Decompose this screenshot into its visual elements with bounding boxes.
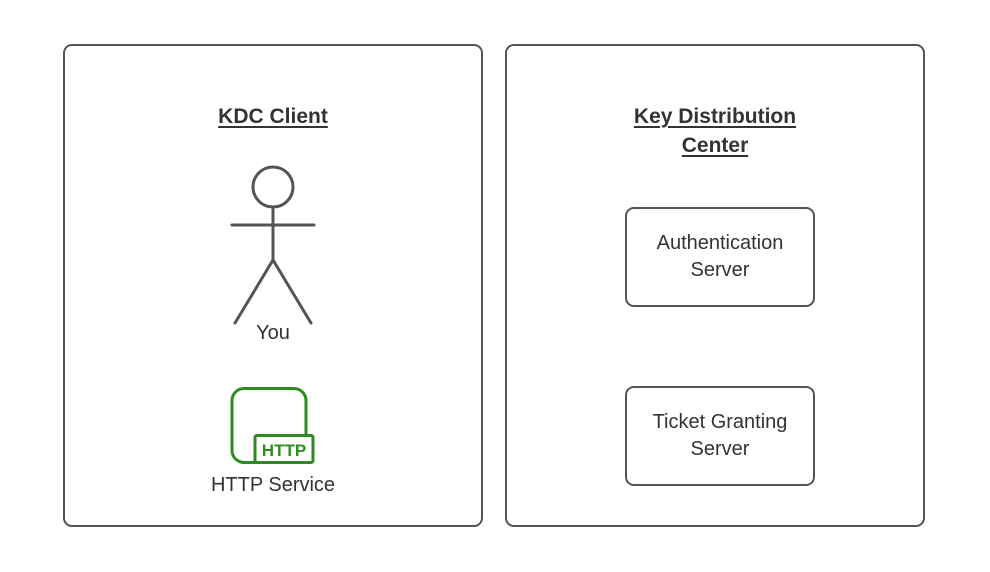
http-badge-rect [253,434,315,464]
kdc-title: Key Distribution Center [507,102,923,161]
kdc-title-text: Key Distribution Center [633,105,797,158]
key-distribution-center-panel: Key Distribution Center Authentication S… [505,44,925,527]
actor-right-leg [271,258,313,325]
http-badge-text: HTTP [262,441,306,460]
authentication-server-label: Authentication Server [656,232,784,281]
actor-head [251,165,295,209]
ticket-granting-server-label: Ticket Granting Server [652,411,788,460]
ticket-granting-server-box: Ticket Granting Server [625,386,815,486]
user-actor-icon [213,164,333,331]
authentication-server-box: Authentication Server [625,207,815,307]
http-service-label: HTTP Service [210,474,336,496]
kdc-client-title: KDC Client [65,102,481,131]
kdc-client-title-text: KDC Client [218,105,328,128]
actor-label: You [256,322,290,344]
kdc-client-panel: KDC Client You HTTP HTTP Service [63,44,483,527]
http-service-icon: HTTP [230,387,316,471]
actor-left-leg [233,258,275,325]
